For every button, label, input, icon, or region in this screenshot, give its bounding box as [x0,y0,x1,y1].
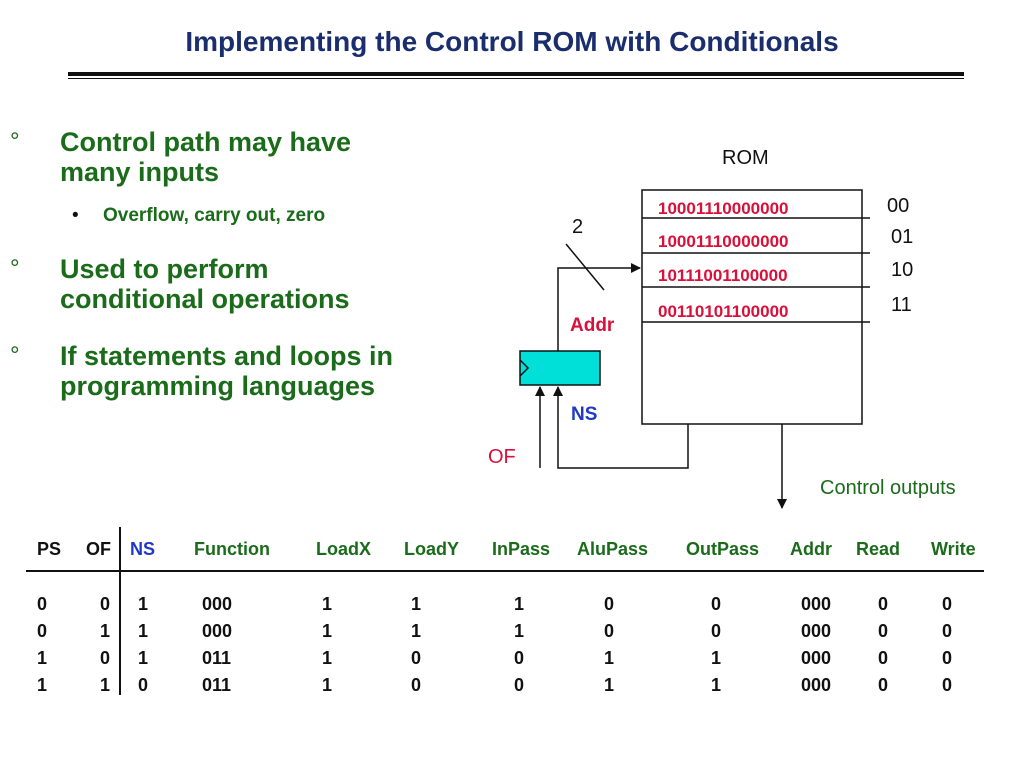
rom-row: 00110101100000 [658,302,789,321]
table-header: Read [856,539,901,559]
table-cell: 1 [514,621,525,641]
table-cell: 0 [100,594,111,614]
table-cell: 1 [100,621,111,641]
table-header: OutPass [686,539,760,559]
table-cell: 011 [202,648,232,668]
table-cell: 0 [604,594,615,614]
table-cell: 1 [322,648,333,668]
bus-width-slash [565,243,605,291]
bullet-marker: ° [10,255,20,282]
rom-row: 10001110000000 [658,199,789,218]
table-header: NS [130,539,156,559]
table-cell: 0 [411,648,422,668]
table-cell: 1 [411,621,422,641]
table-cell: 1 [514,594,525,614]
table-cell: 0 [138,675,149,695]
table-cell: 1 [100,675,111,695]
table-header: LoadX [316,539,372,559]
table-cell: 1 [711,648,722,668]
table-header: OF [86,539,111,559]
table-cell: 1 [138,621,149,641]
clock-marker [519,359,530,377]
table-cell: 1 [37,648,48,668]
bullet-marker: ° [10,128,20,155]
table-cell: 1 [37,675,48,695]
addr-bus-line [557,263,641,351]
of-label: OF [488,446,516,468]
table-cell: 0 [878,675,889,695]
table-header: LoadY [404,539,460,559]
ns-feedback-line [553,386,689,469]
table-header: InPass [492,539,551,559]
rom-label: ROM [722,147,769,169]
table-cell: 000 [202,594,233,614]
table-cell: 0 [878,648,889,668]
table-cell: 1 [138,648,149,668]
table-header: PS [37,539,62,559]
sub-bullet-marker: • [72,205,79,226]
bullet-1-line-1: Control path may have [60,127,352,157]
table-cell: 0 [37,621,48,641]
table-cell: 0 [878,621,889,641]
table-cell: 0 [411,675,422,695]
table-header: Addr [790,539,832,559]
table-cell: 1 [711,675,722,695]
table-cell: 000 [801,621,832,641]
bullet-marker: ° [10,342,20,369]
table-cell: 0 [604,621,615,641]
title-underline-thin [68,78,964,79]
table-cell: 000 [801,594,832,614]
slide-title: Implementing the Control ROM with Condit… [185,26,839,57]
table-cell: 1 [604,648,615,668]
table-cell: 000 [801,675,832,695]
rom-row: 10001110000000 [658,232,789,251]
state-register [519,350,601,386]
table-cell: 0 [514,648,525,668]
sub-bullet-text: Overflow, carry out, zero [103,205,326,226]
table-cell: 0 [942,648,953,668]
table-header: Function [194,539,270,559]
rom-address: 11 [891,294,912,316]
table-cell: 1 [322,621,333,641]
table-header: AluPass [577,539,649,559]
table-cell: 1 [604,675,615,695]
rom-address: 00 [887,195,910,217]
bullet-1-line-2: many inputs [60,157,220,187]
bullet-2-line-1: Used to perform [60,254,269,284]
rom-box [641,189,863,425]
bullet-3-line-2: programming languages [60,371,376,401]
table-cell: 0 [942,675,953,695]
control-outputs-label: Control outputs [820,477,956,499]
ns-label: NS [571,404,598,425]
table-cell: 0 [37,594,48,614]
table-cell: 0 [711,621,722,641]
bullet-2-line-2: conditional operations [60,284,350,314]
table-cell: 0 [711,594,722,614]
table-cell: 0 [878,594,889,614]
table-cell: 011 [202,675,232,695]
rom-address: 01 [891,226,914,248]
table-header: Write [931,539,976,559]
rom-row: 10111001100000 [658,266,788,285]
table-cell: 000 [801,648,832,668]
table-cell: 1 [411,594,422,614]
table-cell: 1 [322,594,333,614]
table-cell: 0 [514,675,525,695]
title-underline [68,72,964,76]
table-cell: 0 [942,621,953,641]
table-cell: 1 [322,675,333,695]
addr-label: Addr [570,315,615,336]
table-cell: 1 [138,594,149,614]
rom-address: 10 [891,259,914,281]
table-divider [119,527,121,695]
table-cell: 0 [942,594,953,614]
table-cell: 000 [202,621,233,641]
bus-width-label: 2 [572,216,584,238]
bullet-3-line-1: If statements and loops in [60,341,394,371]
table-header-rule [26,570,984,572]
table-cell: 0 [100,648,111,668]
